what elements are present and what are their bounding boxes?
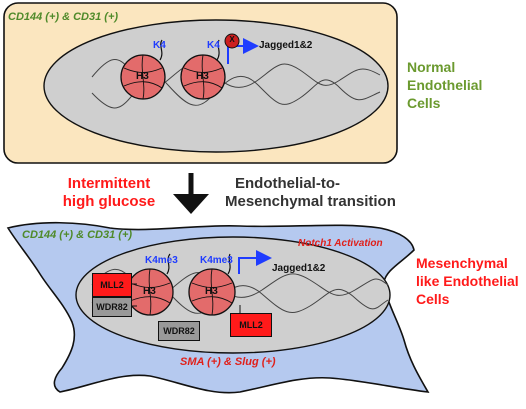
- top-h3-right-label: H3: [196, 71, 209, 82]
- wdr82-left-box: WDR82: [92, 297, 132, 317]
- trigger-line2: high glucose: [62, 193, 156, 210]
- bottom-gene-label: Jagged1&2: [272, 263, 326, 274]
- bottom-k4me3-right-label: K4me3: [200, 255, 233, 266]
- normal-cell-type-line3: Cells: [407, 95, 441, 111]
- top-histone-left: [120, 54, 166, 100]
- sma-slug-label: SMA (+) & Slug (+): [180, 356, 276, 368]
- top-tail-left: [159, 39, 163, 61]
- mesenchymal-cell-type-line2: like Endothelial: [416, 273, 519, 289]
- notch-activation-label: Notch1 Activation: [298, 238, 383, 249]
- top-k4-right-label: K4: [207, 40, 220, 51]
- process-line2: Mesenchymal transition: [225, 193, 396, 210]
- top-gene-label: Jagged1&2: [259, 40, 313, 51]
- transition-arrow-head: [173, 194, 209, 214]
- top-histone-right: [180, 54, 226, 100]
- top-k4-left-label: K4: [153, 40, 166, 51]
- normal-cell-type-line1: Normal: [407, 59, 456, 75]
- bottom-histone-right: [188, 268, 236, 316]
- normal-cell-type-line2: Endothelial: [407, 77, 483, 93]
- mesenchymal-cell-type-line3: Cells: [416, 291, 450, 307]
- bottom-tss-arrow: [238, 250, 272, 274]
- trigger-line1: Intermittent: [67, 175, 151, 192]
- bottom-k4me3-left-label: K4me3: [145, 255, 178, 266]
- bottom-h3-right-label: H3: [205, 286, 218, 297]
- process-line1: Endothelial-to-: [235, 175, 340, 192]
- bottom-tail-left: [166, 253, 171, 275]
- bottom-marker-label: CD144 (+) & CD31 (+): [22, 229, 133, 241]
- mll2-left-box: MLL2: [92, 273, 132, 297]
- block-mark-label: X: [229, 35, 235, 44]
- wdr82-bottom-box: WDR82: [158, 321, 200, 341]
- bottom-h3-left-label: H3: [143, 286, 156, 297]
- block-mark-circle: [224, 33, 240, 49]
- mesenchymal-cell-type-line1: Mesenchymal: [416, 255, 508, 271]
- mll2-right-box: MLL2: [230, 313, 272, 337]
- bottom-tail-right: [227, 253, 231, 275]
- top-h3-left-label: H3: [136, 71, 149, 82]
- top-marker-label: CD144 (+) & CD31 (+): [8, 11, 119, 23]
- top-tail-right: [216, 39, 220, 61]
